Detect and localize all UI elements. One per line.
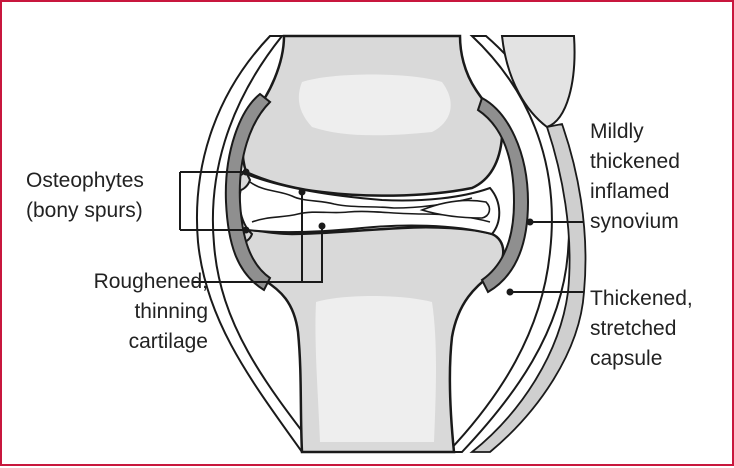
label-cartilage: Roughened, thinning cartilage xyxy=(32,267,208,357)
osteophyte-top-dot xyxy=(243,169,250,176)
osteophyte-bottom-dot xyxy=(243,227,250,234)
label-cartilage-line1: Roughened, xyxy=(32,267,208,297)
cartilage-top-dot xyxy=(299,189,306,196)
label-synovium-line1: Mildly xyxy=(590,117,680,147)
label-osteophytes-line2: (bony spurs) xyxy=(26,196,144,226)
label-cartilage-line3: cartilage xyxy=(32,327,208,357)
cartilage-bottom-dot xyxy=(319,223,326,230)
label-capsule-line1: Thickened, xyxy=(590,284,693,314)
label-capsule-line3: capsule xyxy=(590,344,693,374)
patella xyxy=(502,36,575,127)
label-synovium: Mildly thickened inflamed synovium xyxy=(590,117,680,237)
label-synovium-line3: inflamed xyxy=(590,177,680,207)
label-cartilage-line2: thinning xyxy=(32,297,208,327)
label-synovium-line2: thickened xyxy=(590,147,680,177)
synovium-dot xyxy=(527,219,534,226)
label-osteophytes-line1: Osteophytes xyxy=(26,166,144,196)
capsule-dot xyxy=(507,289,514,296)
femur-highlight xyxy=(299,75,451,136)
label-osteophytes: Osteophytes (bony spurs) xyxy=(26,166,144,226)
label-synovium-line4: synovium xyxy=(590,207,680,237)
label-capsule-line2: stretched xyxy=(590,314,693,344)
label-capsule: Thickened, stretched capsule xyxy=(590,284,693,374)
tibia-highlight xyxy=(315,296,436,442)
